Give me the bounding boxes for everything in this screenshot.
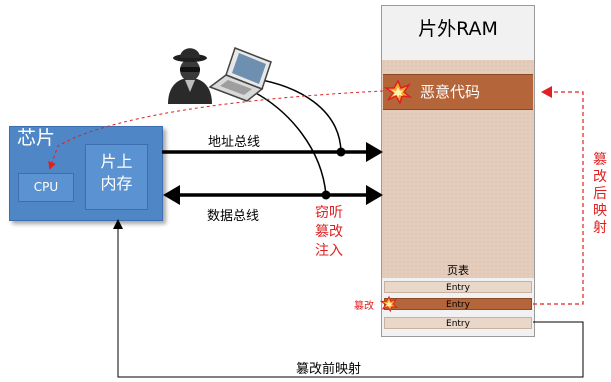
chip-title: 芯片 [17, 127, 56, 149]
spy-icon [168, 48, 212, 104]
tampered-mapping-arrow [533, 86, 584, 305]
tampered-mapping-char: 射 [593, 220, 607, 236]
address-bus-label: 地址总线 [208, 135, 261, 150]
address-bus-arrow [162, 142, 383, 162]
tampered-mapping-char: 改 [593, 169, 607, 185]
tap-wires [249, 77, 342, 196]
tampered-mapping-char: 映 [593, 203, 607, 219]
page-table-entry: Entry [384, 281, 532, 293]
on-chip-memory-label-line2: 内存 [100, 174, 133, 193]
attack-label-tamper: 篡改 [315, 224, 343, 240]
attack-label-inject: 注入 [315, 243, 343, 259]
page-table-entry: Entry [384, 317, 532, 329]
attack-label: 窃听 篡改 注入 [314, 204, 344, 261]
malicious-code-region [383, 74, 533, 110]
ram-title: 片外RAM [418, 18, 498, 40]
page-table-label: 页表 [447, 264, 469, 277]
data-bus-label: 数据总线 [207, 209, 260, 224]
tamper-marker-label: 篡改 [354, 301, 374, 312]
on-chip-memory-box: 片上 内存 [85, 144, 148, 210]
original-mapping-label: 篡改前映射 [296, 362, 362, 377]
tampered-mapping-char: 篡 [593, 152, 607, 168]
tap-point-address [336, 147, 346, 157]
tampered-mapping-label: 篡 改 后 映 射 [591, 152, 609, 237]
original-mapping-arrow [113, 219, 584, 378]
cpu-box: CPU [18, 173, 74, 202]
attack-label-eavesdrop: 窃听 [315, 205, 343, 221]
explosion-icon [383, 79, 413, 105]
laptop-icon [208, 47, 272, 102]
tap-point-data [321, 190, 331, 200]
malicious-execution-arrow [48, 90, 384, 170]
data-bus-arrow [163, 185, 383, 205]
on-chip-memory-label-line1: 片上 [100, 152, 133, 171]
explosion-icon [379, 295, 399, 313]
malicious-code-label: 恶意代码 [420, 83, 481, 101]
tampered-mapping-char: 后 [593, 186, 607, 202]
